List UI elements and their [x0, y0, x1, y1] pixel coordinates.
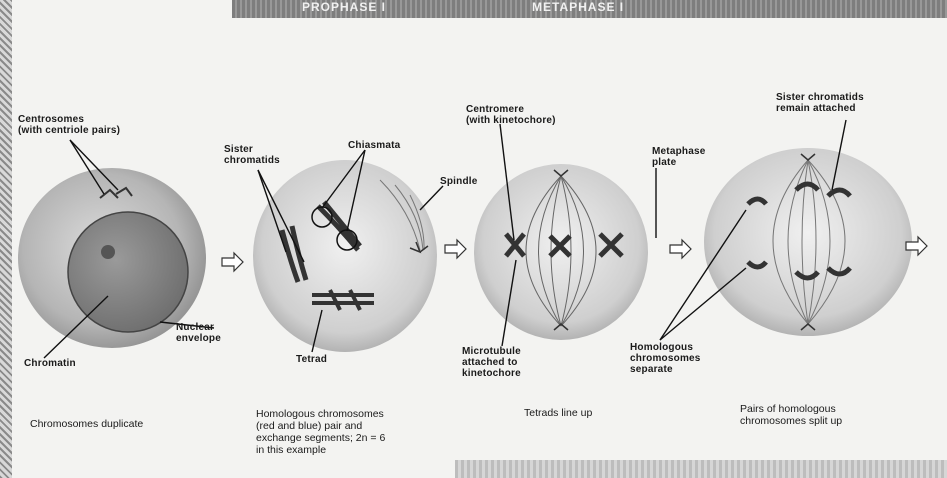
- label-centromere: Centromere (with kinetochore): [466, 104, 556, 126]
- label-microtubule: Microtubule attached to kinetochore: [462, 346, 521, 379]
- cell-4: [704, 148, 912, 336]
- label-tetrad: Tetrad: [296, 354, 327, 365]
- caption-stage-4: Pairs of homologous chromosomes split up: [740, 403, 842, 427]
- cell-3: [474, 164, 648, 340]
- label-centrosomes: Centrosomes (with centriole pairs): [18, 114, 120, 136]
- cell-2: [253, 160, 437, 352]
- label-spindle: Spindle: [440, 176, 478, 187]
- label-sister-chromatids: Sister chromatids: [224, 144, 280, 166]
- caption-stage-3: Tetrads line up: [524, 407, 592, 419]
- caption-stage-2: Homologous chromosomes (red and blue) pa…: [256, 408, 385, 456]
- cell-1: [18, 168, 206, 348]
- label-metaphase-plate: Metaphase plate: [652, 146, 706, 168]
- label-sister-chromatids-attached: Sister chromatids remain attached: [776, 92, 864, 114]
- arrow-icon: [222, 253, 243, 271]
- arrow-icon: [445, 240, 466, 258]
- caption-stage-1: Chromosomes duplicate: [30, 418, 143, 430]
- label-nuclear-envelope: Nuclear envelope: [176, 322, 221, 344]
- label-chiasmata: Chiasmata: [348, 140, 400, 151]
- label-homologous-separate: Homologous chromosomes separate: [630, 342, 701, 375]
- arrow-icon: [670, 240, 691, 258]
- label-chromatin: Chromatin: [24, 358, 76, 369]
